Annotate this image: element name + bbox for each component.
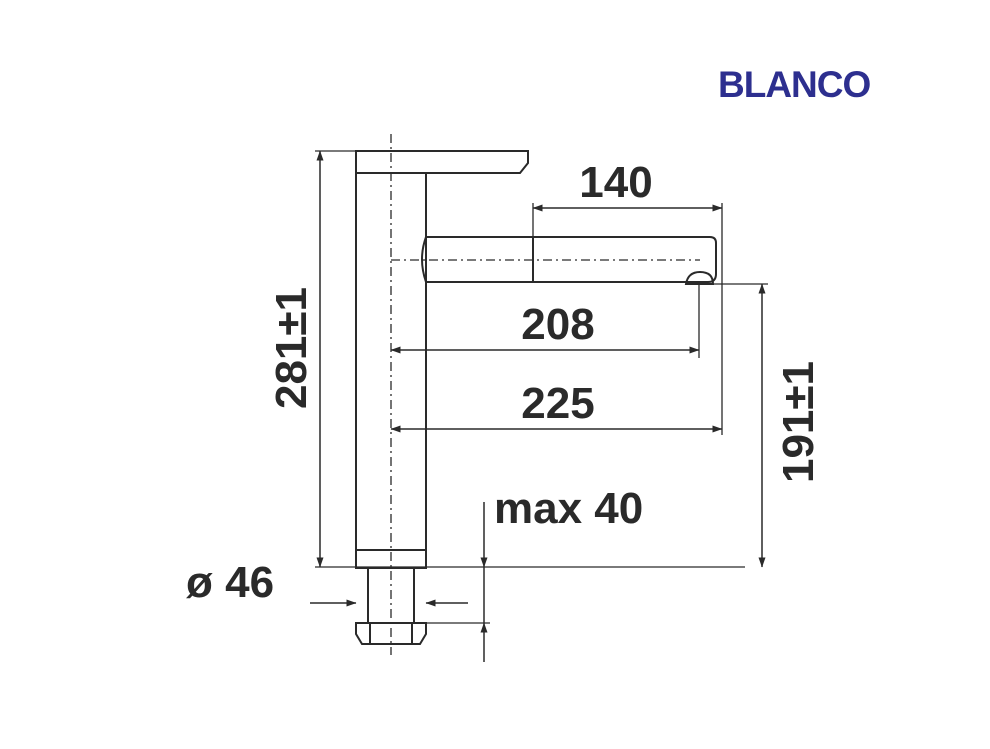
dim-label-140: 140	[579, 158, 652, 207]
lever-handle	[355, 150, 529, 174]
dim-label-max40: max 40	[494, 484, 643, 533]
dim-label-208: 208	[521, 300, 594, 349]
spout	[426, 236, 717, 283]
brand-logo: BLANCO	[718, 64, 871, 105]
dimension-lines	[310, 150, 766, 662]
faucet-outline	[355, 150, 717, 645]
dim-label-281: 281±1	[267, 287, 316, 409]
extension-lines	[315, 150, 768, 624]
centerlines	[390, 134, 700, 655]
outlet-aerator	[684, 270, 715, 285]
dim-label-225: 225	[521, 379, 594, 428]
dim-label-191: 191±1	[774, 361, 823, 483]
dim-label-diameter: ø 46	[186, 558, 274, 607]
dimension-labels: 140 208 225 281±1 191±1 max 40 ø 46	[186, 158, 823, 607]
spout-bend	[421, 236, 427, 283]
